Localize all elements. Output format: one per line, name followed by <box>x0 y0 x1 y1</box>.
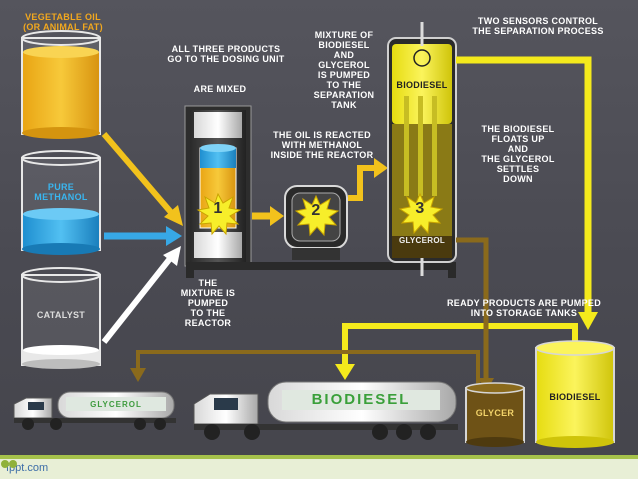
catalyst-arrow <box>101 246 181 344</box>
step-1-number: 1 <box>213 200 223 217</box>
catalyst-label: CATALYST <box>36 310 86 320</box>
step-1-burst <box>196 192 242 236</box>
mixture-pumped-label: THE MIXTURE IS PUMPED TO THE REACTOR <box>180 278 236 328</box>
step-3-number: 3 <box>415 200 425 217</box>
glycerol-truck <box>13 391 176 430</box>
dosing-to-reactor-arrow <box>252 206 284 226</box>
separation-process-label: THE BIODIESEL FLOATS UP AND THE GLYCEROL… <box>481 124 555 184</box>
glycerol-storage-tank <box>465 382 525 447</box>
glycerol-truck-label: GLYCEROL <box>90 400 142 409</box>
separation-glycerol-label: GLYCEROL <box>398 236 446 245</box>
dosing-unit <box>184 105 252 267</box>
biodiesel-storage-label: BIODIESEL <box>549 392 601 402</box>
biodiesel-storage-tank <box>535 340 615 448</box>
step-2-number: 2 <box>311 202 321 219</box>
biodiesel-truck-label: BIODIESEL <box>311 391 411 408</box>
sensors-label: TWO SENSORS CONTROL THE SEPARATION PROCE… <box>472 16 604 36</box>
oil-arrow <box>101 132 183 226</box>
step-2-burst <box>294 194 340 237</box>
are-mixed-label: ARE MIXED <box>193 84 247 94</box>
leaf-icon <box>1 460 17 468</box>
biodiesel-truck <box>193 381 458 440</box>
separation-biodiesel-label: BIODIESEL <box>396 80 448 90</box>
catalyst-tank <box>21 267 101 369</box>
vegetable-oil-label: VEGETABLE OIL (OR ANIMAL FAT) <box>23 12 103 32</box>
methanol-label: PURE METHANOL <box>34 182 88 202</box>
glycer-storage-label: GLYCER <box>475 408 515 418</box>
ready-products-label: READY PRODUCTS ARE PUMPED INTO STORAGE T… <box>446 298 602 318</box>
methanol-arrow <box>104 226 182 246</box>
step-3-burst <box>398 192 444 235</box>
footer-bar: fppt.com <box>0 455 638 479</box>
equipment-base <box>186 262 456 270</box>
reactor-label: THE OIL IS REACTED WITH METHANOL INSIDE … <box>270 130 374 160</box>
vegetable-oil-tank <box>21 30 101 139</box>
reactor-to-separation-arrow <box>348 158 388 201</box>
dosing-unit-label: ALL THREE PRODUCTS GO TO THE DOSING UNIT <box>167 44 285 64</box>
mixture-to-separation-label: MIXTURE OF BIODIESEL AND GLYCEROL IS PUM… <box>313 30 375 110</box>
separation-tank <box>387 22 457 276</box>
methanol-tank <box>21 150 101 255</box>
